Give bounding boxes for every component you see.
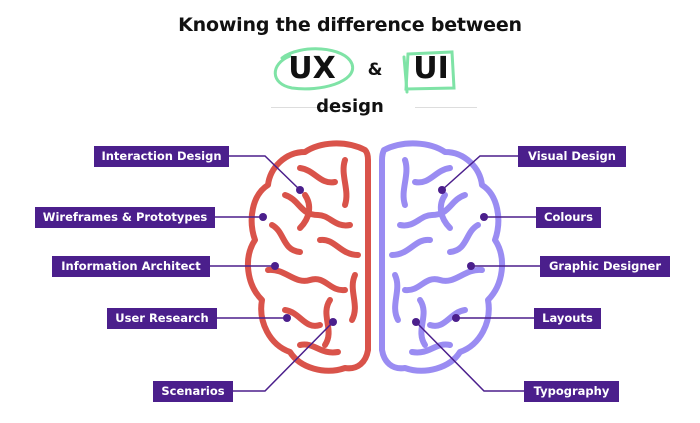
ui-connector-dots bbox=[412, 186, 488, 326]
ux-label-scenarios: Scenarios bbox=[153, 381, 233, 402]
ux-title: UX bbox=[288, 51, 336, 86]
divider-left bbox=[271, 107, 333, 108]
ui-brain-hemisphere bbox=[379, 140, 505, 374]
ux-label-interaction-design: Interaction Design bbox=[94, 146, 229, 167]
divider-right bbox=[415, 107, 477, 108]
ux-brain-hemisphere bbox=[245, 140, 371, 374]
ui-label-visual-design: Visual Design bbox=[518, 146, 626, 167]
ui-label-typography: Typography bbox=[524, 381, 619, 402]
ux-connector-dots bbox=[259, 186, 337, 326]
ui-title: UI bbox=[413, 51, 449, 86]
ui-label-colours: Colours bbox=[536, 207, 601, 228]
heading-design: design bbox=[316, 96, 384, 117]
ux-label-wireframes-prototypes: Wireframes & Prototypes bbox=[35, 207, 215, 228]
ampersand: & bbox=[367, 60, 383, 80]
ux-label-information-architect: Information Architect bbox=[52, 256, 210, 277]
ux-highlight-circle bbox=[273, 47, 355, 91]
ux-label-user-research: User Research bbox=[107, 308, 217, 329]
heading-line1: Knowing the difference between bbox=[178, 14, 522, 36]
ui-highlight-box bbox=[402, 50, 456, 94]
ui-connectors bbox=[415, 155, 540, 392]
ui-label-graphic-designer: Graphic Designer bbox=[540, 256, 670, 277]
ui-label-layouts: Layouts bbox=[534, 308, 601, 329]
ux-connectors bbox=[210, 155, 334, 392]
